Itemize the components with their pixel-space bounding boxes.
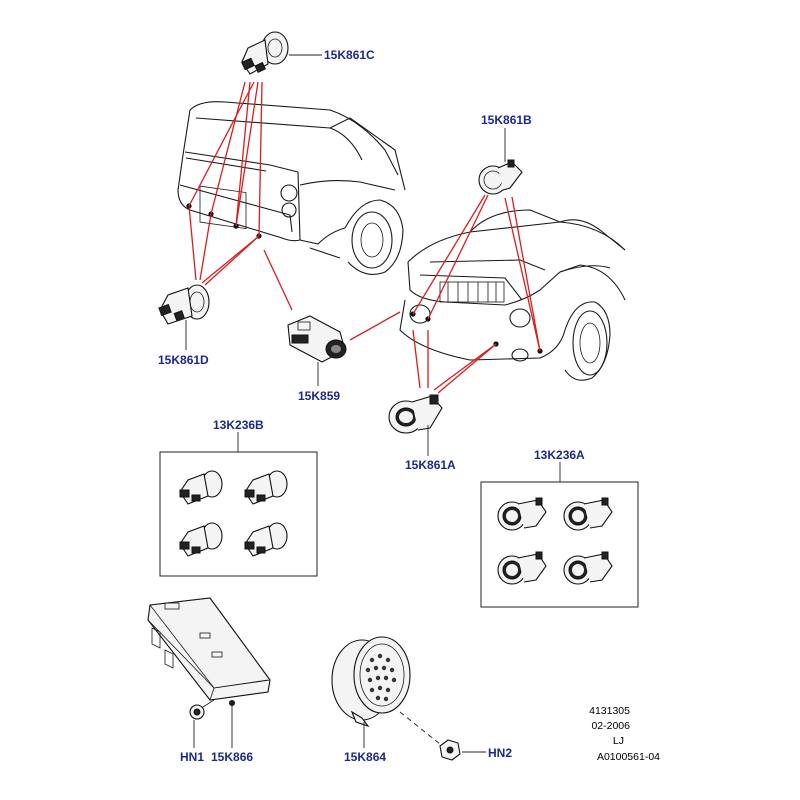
rear-vehicle-view bbox=[177, 101, 406, 275]
sounder-15k864 bbox=[331, 636, 411, 728]
kit-13k236b-parts bbox=[179, 470, 288, 557]
label-15k859: 15K859 bbox=[298, 389, 340, 403]
info-line-3: LJ bbox=[613, 735, 624, 747]
sensor-15k861a bbox=[388, 394, 443, 434]
sensor-15k861c bbox=[241, 31, 289, 75]
sensor-15k861d bbox=[158, 284, 210, 325]
sensor-15k859 bbox=[287, 315, 347, 363]
kit-a-bezel-2 bbox=[563, 497, 613, 531]
kit-box-13k236b bbox=[159, 451, 318, 577]
kit-a-bezel-3 bbox=[497, 551, 547, 585]
kit-b-cover-4 bbox=[244, 522, 288, 557]
control-module-15k866 bbox=[147, 597, 271, 706]
nut-hn2 bbox=[439, 739, 461, 761]
label-13k236b: 13K236B bbox=[213, 418, 264, 432]
label-13k236a: 13K236A bbox=[534, 448, 585, 462]
kit-b-cover-2 bbox=[244, 470, 288, 505]
info-line-1: 4131305 bbox=[589, 705, 630, 717]
label-15k864: 15K864 bbox=[344, 750, 386, 764]
sensor-15k861b bbox=[478, 159, 523, 195]
fixing-dashed-line bbox=[399, 711, 441, 745]
label-15k861a: 15K861A bbox=[405, 458, 456, 472]
label-15k861b: 15K861B bbox=[481, 113, 532, 127]
label-hn1: HN1 bbox=[180, 750, 204, 764]
info-line-4: A0100561-04 bbox=[597, 751, 660, 763]
kit-a-bezel-1 bbox=[497, 497, 547, 531]
label-hn2: HN2 bbox=[488, 746, 512, 760]
kit-a-bezel-4 bbox=[563, 551, 613, 585]
kit-box-13k236a bbox=[480, 481, 639, 608]
kit-13k236a-parts bbox=[497, 497, 613, 585]
callout-lines bbox=[188, 81, 541, 394]
info-line-2: 02-2006 bbox=[591, 720, 630, 732]
kit-b-cover-3 bbox=[179, 522, 223, 557]
front-vehicle-view bbox=[399, 209, 626, 381]
kit-b-cover-1 bbox=[179, 470, 223, 505]
nut-hn1 bbox=[189, 699, 215, 720]
label-15k861c: 15K861C bbox=[324, 48, 375, 62]
label-15k866: 15K866 bbox=[211, 750, 253, 764]
label-15k861d: 15K861D bbox=[158, 353, 209, 367]
drawing-info-block: 4131305 02-2006 LJ A0100561-04 bbox=[589, 705, 660, 763]
